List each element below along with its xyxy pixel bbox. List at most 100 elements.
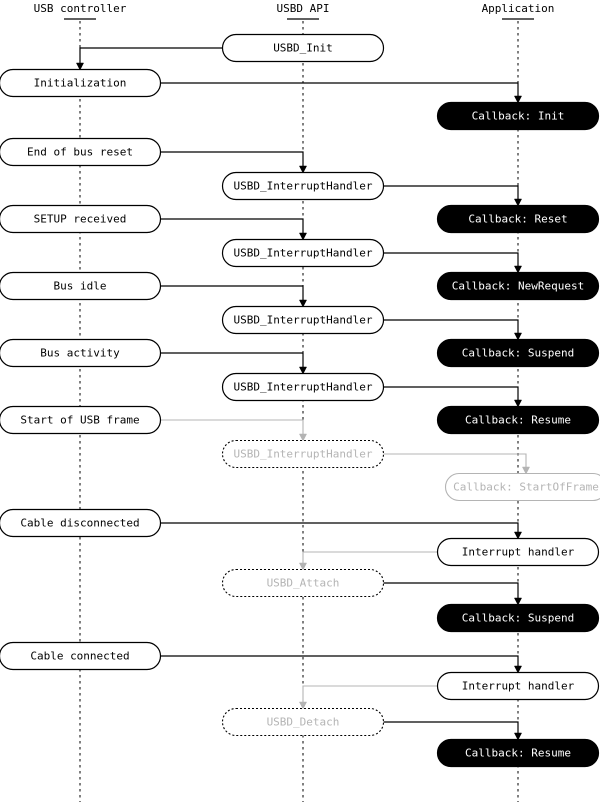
node-shape[interactable] bbox=[221, 33, 385, 63]
node-shape[interactable] bbox=[221, 439, 385, 469]
node-n04[interactable]: End of bus reset bbox=[0, 137, 162, 167]
edges-layer bbox=[75, 47, 531, 741]
node-shape[interactable] bbox=[0, 338, 162, 368]
node-n06[interactable]: Callback: Reset bbox=[436, 204, 600, 234]
message-arrow bbox=[383, 386, 523, 408]
message-line bbox=[302, 685, 438, 704]
node-shape[interactable] bbox=[436, 671, 600, 701]
arrowhead-icon bbox=[513, 332, 523, 341]
node-n02[interactable]: Initialization bbox=[0, 68, 162, 98]
node-n21[interactable]: USBD_Attach bbox=[221, 568, 385, 598]
arrowhead-icon bbox=[298, 165, 308, 174]
message-arrow bbox=[160, 352, 308, 375]
node-n09[interactable]: Callback: NewRequest bbox=[436, 271, 600, 301]
node-label: Cable disconnected bbox=[20, 517, 139, 530]
message-arrow bbox=[298, 551, 438, 571]
node-n19[interactable]: Cable disconnected bbox=[0, 508, 162, 538]
arrowhead-icon bbox=[513, 265, 523, 274]
message-line bbox=[160, 522, 519, 534]
node-shape[interactable] bbox=[436, 338, 600, 368]
message-line bbox=[383, 453, 527, 469]
lifeline-label-application: Application bbox=[482, 2, 555, 15]
node-shape[interactable] bbox=[0, 68, 162, 98]
node-n25[interactable]: USBD_Detach bbox=[221, 707, 385, 737]
node-n03[interactable]: Callback: Init bbox=[436, 101, 600, 131]
message-line bbox=[383, 185, 519, 201]
node-n16[interactable]: Start of USB frame bbox=[0, 405, 162, 435]
node-shape[interactable] bbox=[436, 271, 600, 301]
node-n26[interactable]: Callback: Resume bbox=[436, 738, 600, 768]
message-arrow bbox=[160, 285, 308, 308]
message-line bbox=[160, 655, 519, 668]
node-label: End of bus reset bbox=[27, 146, 133, 159]
message-arrow bbox=[383, 252, 523, 274]
node-shape[interactable] bbox=[436, 738, 600, 768]
node-n15[interactable]: Callback: Resume bbox=[436, 405, 600, 435]
message-arrow bbox=[383, 582, 523, 606]
node-n23[interactable]: Cable connected bbox=[0, 641, 162, 671]
message-line bbox=[302, 551, 438, 565]
arrowhead-icon bbox=[513, 95, 523, 104]
lifeline-label-usbd_api: USBD API bbox=[277, 2, 330, 15]
node-n12[interactable]: Callback: Suspend bbox=[436, 338, 600, 368]
node-shape[interactable] bbox=[436, 537, 600, 567]
node-n10[interactable]: Bus idle bbox=[0, 271, 162, 301]
message-arrow bbox=[75, 47, 223, 71]
node-shape[interactable] bbox=[221, 238, 385, 268]
node-label: Callback: NewRequest bbox=[452, 280, 584, 293]
node-label: USBD_InterruptHandler bbox=[233, 247, 372, 260]
node-n24[interactable]: Interrupt handler bbox=[436, 671, 600, 701]
node-shape[interactable] bbox=[221, 171, 385, 201]
node-label: Callback: Suspend bbox=[462, 612, 575, 625]
arrowhead-icon bbox=[298, 366, 308, 375]
arrowhead-icon bbox=[521, 466, 531, 475]
node-label: USBD_InterruptHandler bbox=[233, 381, 372, 394]
node-shape[interactable] bbox=[444, 472, 600, 502]
node-shape[interactable] bbox=[221, 568, 385, 598]
node-n07[interactable]: SETUP received bbox=[0, 204, 162, 234]
node-shape[interactable] bbox=[221, 707, 385, 737]
node-n05[interactable]: USBD_InterruptHandler bbox=[221, 171, 385, 201]
node-label: Interrupt handler bbox=[462, 680, 575, 693]
node-label: USBD_InterruptHandler bbox=[233, 314, 372, 327]
node-shape[interactable] bbox=[221, 372, 385, 402]
message-arrow bbox=[383, 721, 523, 741]
node-label: Callback: Resume bbox=[465, 747, 571, 760]
node-shape[interactable] bbox=[0, 271, 162, 301]
node-label: Initialization bbox=[34, 77, 127, 90]
arrowhead-icon bbox=[298, 562, 308, 571]
node-shape[interactable] bbox=[0, 641, 162, 671]
node-n22[interactable]: Callback: Suspend bbox=[436, 603, 600, 633]
node-n11[interactable]: USBD_InterruptHandler bbox=[221, 305, 385, 335]
message-arrow bbox=[160, 82, 523, 104]
node-shape[interactable] bbox=[0, 204, 162, 234]
message-line bbox=[383, 252, 519, 268]
node-shape[interactable] bbox=[0, 508, 162, 538]
node-shape[interactable] bbox=[436, 405, 600, 435]
node-n01[interactable]: USBD_Init bbox=[221, 33, 385, 63]
node-shape[interactable] bbox=[0, 137, 162, 167]
message-arrow bbox=[160, 419, 308, 442]
node-label: Callback: Resume bbox=[465, 414, 571, 427]
node-n20[interactable]: Interrupt handler bbox=[436, 537, 600, 567]
node-shape[interactable] bbox=[221, 305, 385, 335]
node-n08[interactable]: USBD_InterruptHandler bbox=[221, 238, 385, 268]
message-line bbox=[160, 352, 304, 369]
arrowhead-icon bbox=[298, 232, 308, 241]
node-n13[interactable]: Bus activity bbox=[0, 338, 162, 368]
node-n17[interactable]: USBD_InterruptHandler bbox=[221, 439, 385, 469]
node-label: USBD_Init bbox=[273, 42, 333, 55]
node-n14[interactable]: USBD_InterruptHandler bbox=[221, 372, 385, 402]
node-shape[interactable] bbox=[436, 101, 600, 131]
message-line bbox=[383, 386, 519, 402]
message-arrow bbox=[298, 685, 438, 710]
message-line bbox=[160, 218, 304, 235]
node-n18[interactable]: Callback: StartOfFrame bbox=[444, 472, 600, 502]
arrowhead-icon bbox=[298, 299, 308, 308]
node-shape[interactable] bbox=[436, 603, 600, 633]
node-shape[interactable] bbox=[436, 204, 600, 234]
node-shape[interactable] bbox=[0, 405, 162, 435]
arrowhead-icon bbox=[513, 399, 523, 408]
arrowhead-icon bbox=[513, 198, 523, 207]
